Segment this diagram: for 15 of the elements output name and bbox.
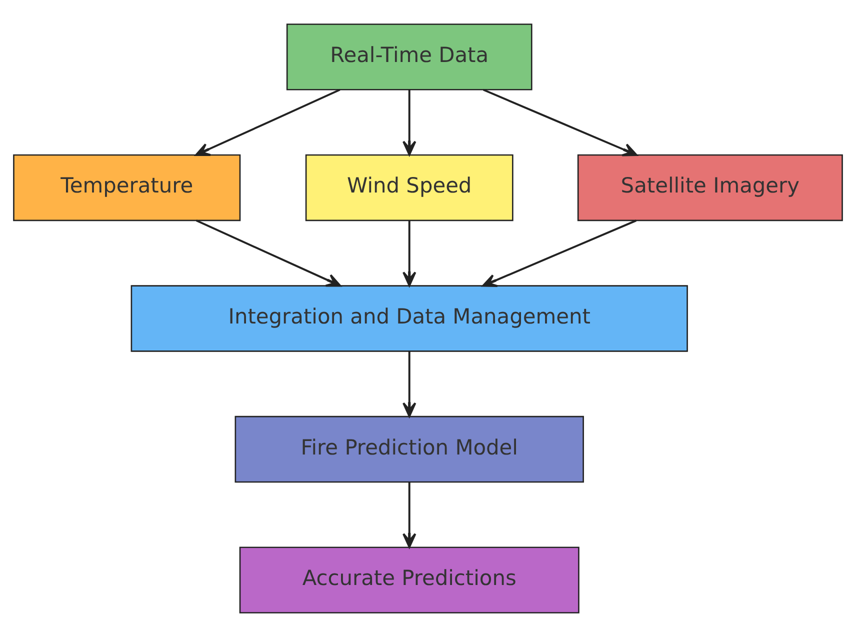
arrow xyxy=(402,351,416,418)
arrow xyxy=(482,88,638,156)
arrow xyxy=(196,220,342,287)
node-box: Integration and Data Management xyxy=(130,285,688,352)
arrow xyxy=(482,220,637,288)
arrow xyxy=(402,220,416,286)
arrow xyxy=(402,90,416,156)
node-box: Temperature xyxy=(13,154,241,222)
node-box: Wind Speed xyxy=(305,154,514,222)
arrow xyxy=(195,88,340,156)
node-box: Satellite Imagery xyxy=(577,154,843,222)
node-box: Accurate Predictions xyxy=(239,546,580,614)
node-box: Fire Prediction Model xyxy=(234,416,584,483)
node-box: Real-Time Data xyxy=(286,24,532,90)
arrow xyxy=(402,482,416,548)
